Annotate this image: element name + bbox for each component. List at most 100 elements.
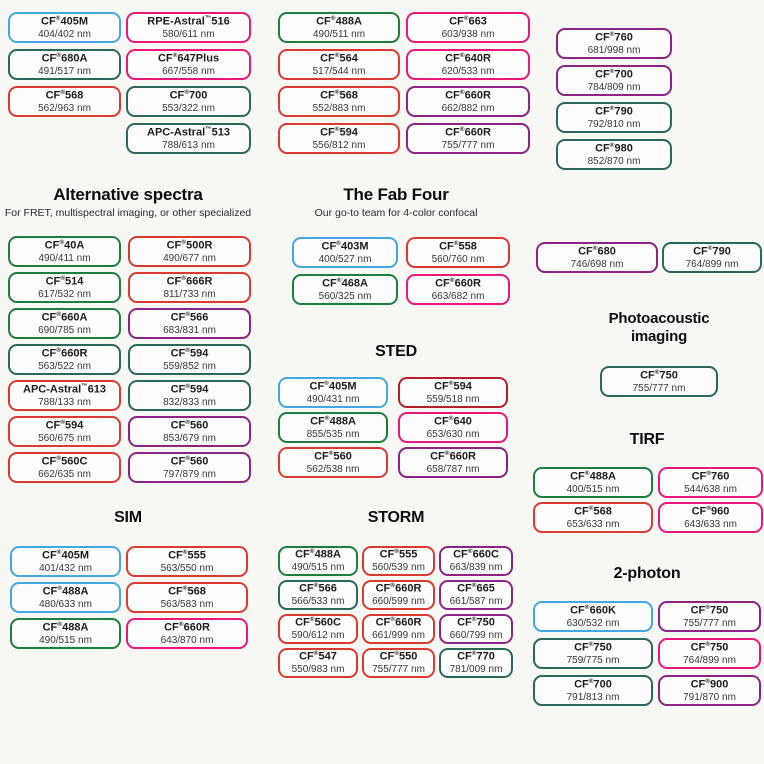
dye-excitation-emission: 590/612 nm [291, 630, 345, 642]
dye-name: CF®560C [41, 454, 88, 468]
dye-name: CF®594 [170, 382, 209, 396]
dye-name: APC-Astral™613 [22, 382, 106, 396]
dye-excitation-emission: 832/833 nm [163, 396, 216, 408]
dye-excitation-emission: 791/813 nm [566, 691, 620, 703]
dye-name: CF®594 [170, 346, 209, 360]
dye-excitation-emission: 490/411 nm [38, 252, 91, 264]
section-title-alternative-spectra: Alternative spectra [53, 185, 203, 204]
dye-excitation-emission: 630/532 nm [566, 617, 620, 629]
dye-excitation-emission: 797/879 nm [163, 468, 216, 480]
dye-excitation-emission: 490/515 nm [291, 562, 345, 574]
dye-excitation-emission: 660/599 nm [372, 596, 425, 608]
dye-excitation-emission: 764/899 nm [685, 258, 739, 270]
dye-excitation-emission: 661/999 nm [372, 630, 425, 642]
dye-name: CF®594 [45, 418, 84, 432]
dye-excitation-emission: 643/633 nm [684, 518, 737, 530]
dye-name: CF®660R [430, 449, 476, 463]
dye-excitation-emission: 490/677 nm [163, 252, 216, 264]
dye-name: CF®680A [41, 51, 88, 65]
dye-excitation-emission: 560/325 nm [318, 290, 372, 302]
dye-name: CF®660R [375, 616, 422, 629]
dye-excitation-emission: 755/777 nm [632, 382, 686, 394]
dye-name: CF®750 [640, 368, 678, 382]
dye-name: CF®488A [570, 469, 616, 483]
dye-excitation-emission: 480/633 nm [39, 598, 92, 610]
section-title-sim: SIM [114, 509, 142, 526]
dye-excitation-emission: 560/539 nm [372, 562, 425, 574]
dye-excitation-emission: 552/883 nm [312, 102, 366, 114]
section-header-storm: STORM [268, 508, 524, 527]
dye-name: CF®568 [574, 504, 612, 518]
dye-name: CF®566 [170, 310, 209, 324]
dye-excitation-emission: 550/983 nm [291, 664, 345, 676]
dye-name: CF®488A [295, 548, 341, 561]
dye-excitation-emission: 490/431 nm [306, 393, 360, 405]
dye-excitation-emission: 560/675 nm [38, 432, 91, 444]
dye-excitation-emission: 603/938 nm [441, 28, 495, 40]
dye-name: CF®980 [595, 141, 633, 155]
dye-name: CF®468A [322, 276, 368, 290]
dye-excitation-emission: 643/870 nm [160, 634, 214, 646]
section-header-two-photon: 2-photon [538, 564, 756, 583]
dye-name: CF®560 [170, 454, 209, 468]
dye-name: CF®488A [310, 414, 356, 428]
dye-excitation-emission: 566/533 nm [291, 596, 345, 608]
dye-name: CF®488A [42, 584, 89, 598]
dye-name: CF®405M [309, 379, 357, 393]
dye-excitation-emission: 562/538 nm [306, 463, 360, 475]
dye-excitation-emission: 563/583 nm [160, 598, 214, 610]
dye-name: CF®560 [314, 449, 352, 463]
section-title-two-photon: 2-photon [613, 565, 681, 582]
dye-name: CF®558 [439, 239, 477, 253]
dye-name: CF®500R [166, 238, 213, 252]
dye-name: CF®660K [570, 603, 616, 617]
section-header-photoacoustic: Photoacoustic imaging [584, 310, 734, 346]
dye-excitation-emission: 491/517 nm [38, 65, 91, 77]
dye-name: RPE-Astral™516 [147, 14, 230, 28]
dye-name: CF®900 [690, 677, 729, 691]
dye-name: CF®770 [457, 650, 495, 663]
dye-name: CF®594 [434, 379, 472, 393]
dye-excitation-emission: 544/638 nm [684, 483, 737, 495]
dye-excitation-emission: 755/777 nm [683, 617, 736, 629]
section-title-photoacoustic: Photoacoustic imaging [608, 310, 710, 345]
dye-excitation-emission: 563/522 nm [38, 360, 91, 372]
